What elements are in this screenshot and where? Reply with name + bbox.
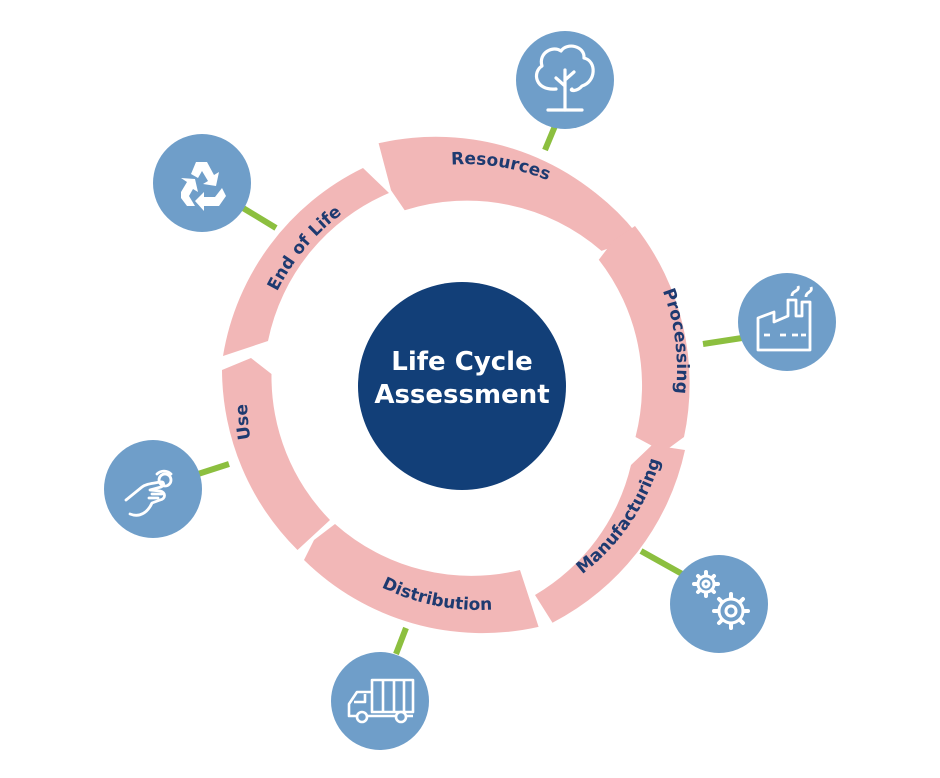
- ring-segment-end-of-life: [223, 168, 389, 356]
- stage-label-use: Use: [232, 404, 255, 442]
- recycle-icon: [153, 134, 251, 232]
- gears-icon: [670, 555, 768, 653]
- ring-segment-use: [222, 358, 330, 550]
- hand-touch-icon: [104, 440, 202, 538]
- connector-group: [197, 124, 743, 656]
- ring-segment-manufacturing: [535, 445, 685, 623]
- connector-line: [702, 335, 743, 347]
- center-title-line2: Assessment: [374, 380, 549, 410]
- tree-icon: [516, 31, 614, 129]
- ring-segment-distribution: [304, 524, 539, 634]
- ring-segment-resources-main: [378, 136, 634, 251]
- connector-line: [241, 205, 278, 231]
- connector-line: [639, 548, 686, 578]
- connector-line: [393, 626, 409, 656]
- connector-line: [542, 124, 558, 152]
- factory-icon: [738, 273, 836, 371]
- ring-group: [222, 136, 690, 634]
- ring-segment-processing: [598, 226, 690, 452]
- icon-group: [104, 31, 836, 750]
- connector-line: [197, 461, 230, 477]
- truck-icon: [331, 652, 429, 750]
- center-title-line1: Life Cycle: [391, 347, 532, 377]
- center-circle: [358, 282, 566, 490]
